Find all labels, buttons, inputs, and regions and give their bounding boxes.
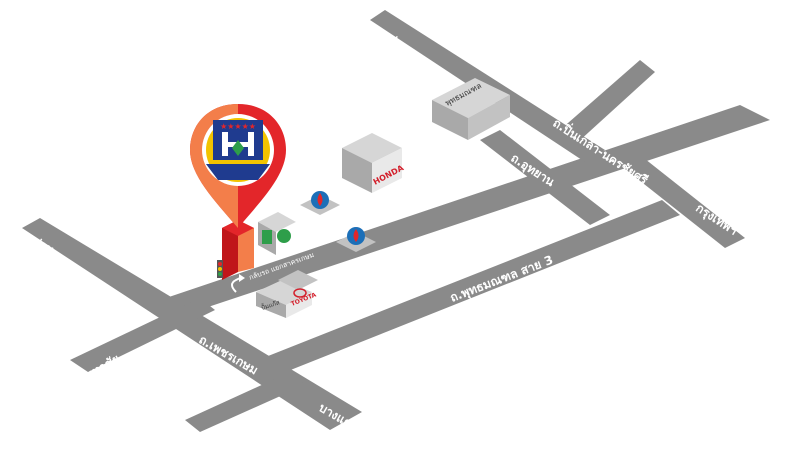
building-phutthamonthon: พุทธมณฑล xyxy=(432,78,510,140)
location-pin-icon[interactable]: ★★★★★ xyxy=(190,104,286,228)
road-phutthamonthon-3 xyxy=(258,200,680,375)
gas-station-2 xyxy=(336,227,376,252)
traffic-light-icon xyxy=(217,260,223,278)
building-honda: HONDA xyxy=(342,133,406,193)
u-turn-arrow-icon xyxy=(231,274,245,293)
road-maha-chai xyxy=(70,298,215,372)
road-phutthamonthon-4 xyxy=(160,105,770,318)
road-krung-thep xyxy=(620,155,745,248)
shop-logo-icon xyxy=(277,229,291,243)
road-phet-kasem xyxy=(22,218,362,430)
pin-stars: ★★★★★ xyxy=(220,122,256,131)
road-salaya xyxy=(560,60,655,142)
road-bang-khae xyxy=(185,372,305,432)
road-uthayan xyxy=(480,130,610,225)
gas-station-1 xyxy=(300,191,340,215)
shop-sign xyxy=(258,212,296,255)
building-toyota: TOYOTA ปั้มแก๊ส xyxy=(256,270,318,318)
